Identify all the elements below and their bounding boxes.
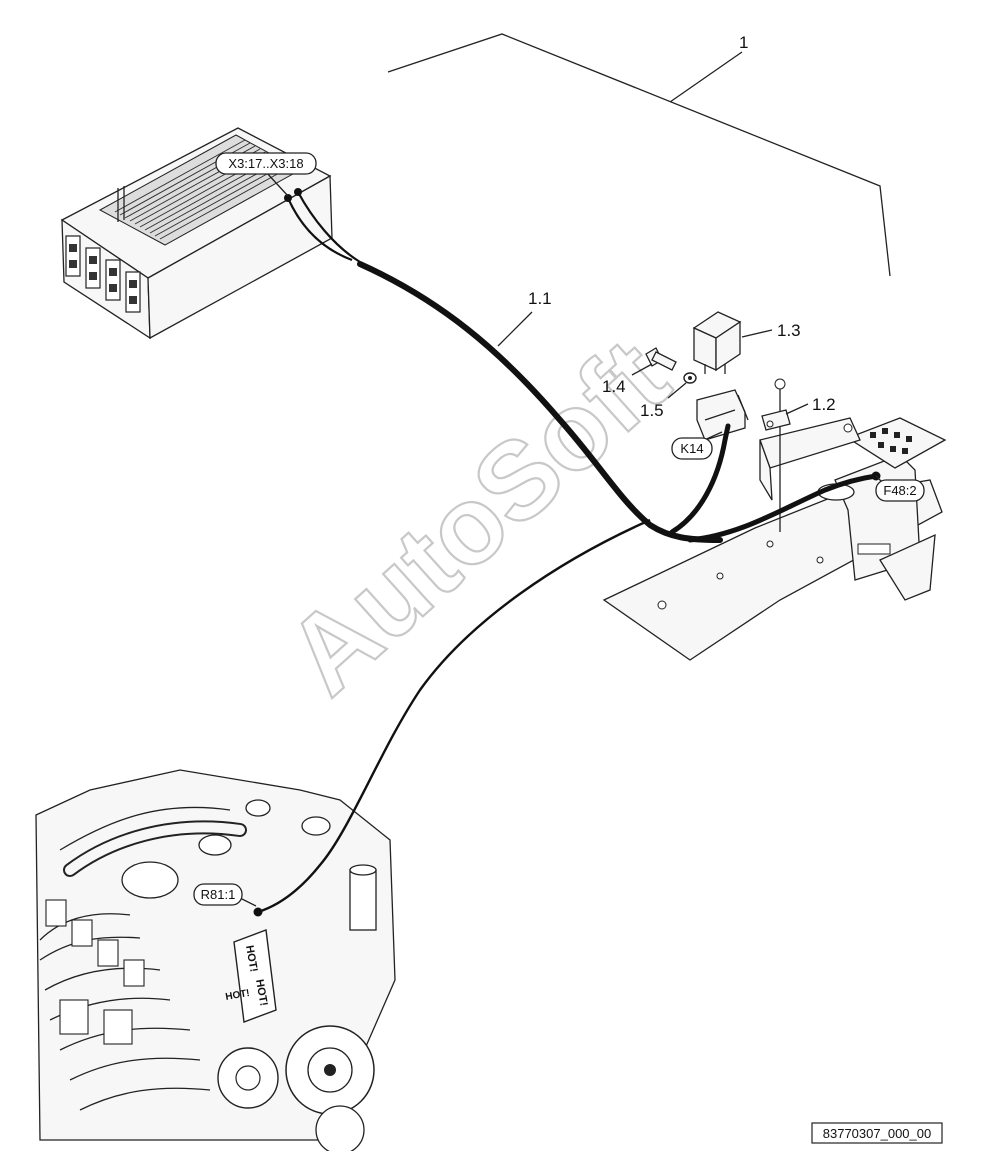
hot-label-1: HOT! — [243, 944, 259, 973]
bolt-1-4 — [645, 347, 677, 371]
connector-tag-f48: F48:2 — [875, 479, 925, 502]
support-bracket — [759, 378, 861, 532]
connector-tag-k14: K14 — [671, 437, 713, 460]
relay-1-3 — [692, 311, 742, 374]
washer-1-5 — [683, 372, 697, 384]
hot-label-3: HOT! — [225, 988, 251, 1003]
connector-tag-r81: R81:1 — [193, 883, 243, 906]
reference-number-box: 83770307_000_00 — [811, 1122, 943, 1144]
engine: HOT! HOT! HOT! — [35, 769, 396, 1155]
connector-tag-x3: X3:17..X3:18 — [215, 152, 317, 175]
fuse-box — [846, 417, 947, 469]
svg-text:F48:2: F48:2 — [883, 483, 916, 498]
hot-warning-label: HOT! HOT! HOT! — [225, 929, 277, 1023]
callout-1: 1 — [739, 33, 748, 52]
watermark: AutoSoft — [264, 316, 691, 718]
svg-text:X3:17..X3:18: X3:17..X3:18 — [228, 156, 303, 171]
relay-socket — [696, 389, 749, 441]
callout-1-4: 1.4 — [602, 377, 626, 396]
callout-1-2: 1.2 — [812, 395, 836, 414]
callout-1-1: 1.1 — [528, 289, 552, 308]
assembly-bracket — [387, 33, 891, 277]
callout-1-5: 1.5 — [640, 401, 664, 420]
svg-text:R81:1: R81:1 — [201, 887, 236, 902]
svg-text:K14: K14 — [680, 441, 703, 456]
callout-1-3: 1.3 — [777, 321, 801, 340]
hot-label-2: HOT! — [253, 978, 269, 1007]
reference-number: 83770307_000_00 — [823, 1126, 931, 1141]
bracket-1-2 — [761, 409, 791, 431]
